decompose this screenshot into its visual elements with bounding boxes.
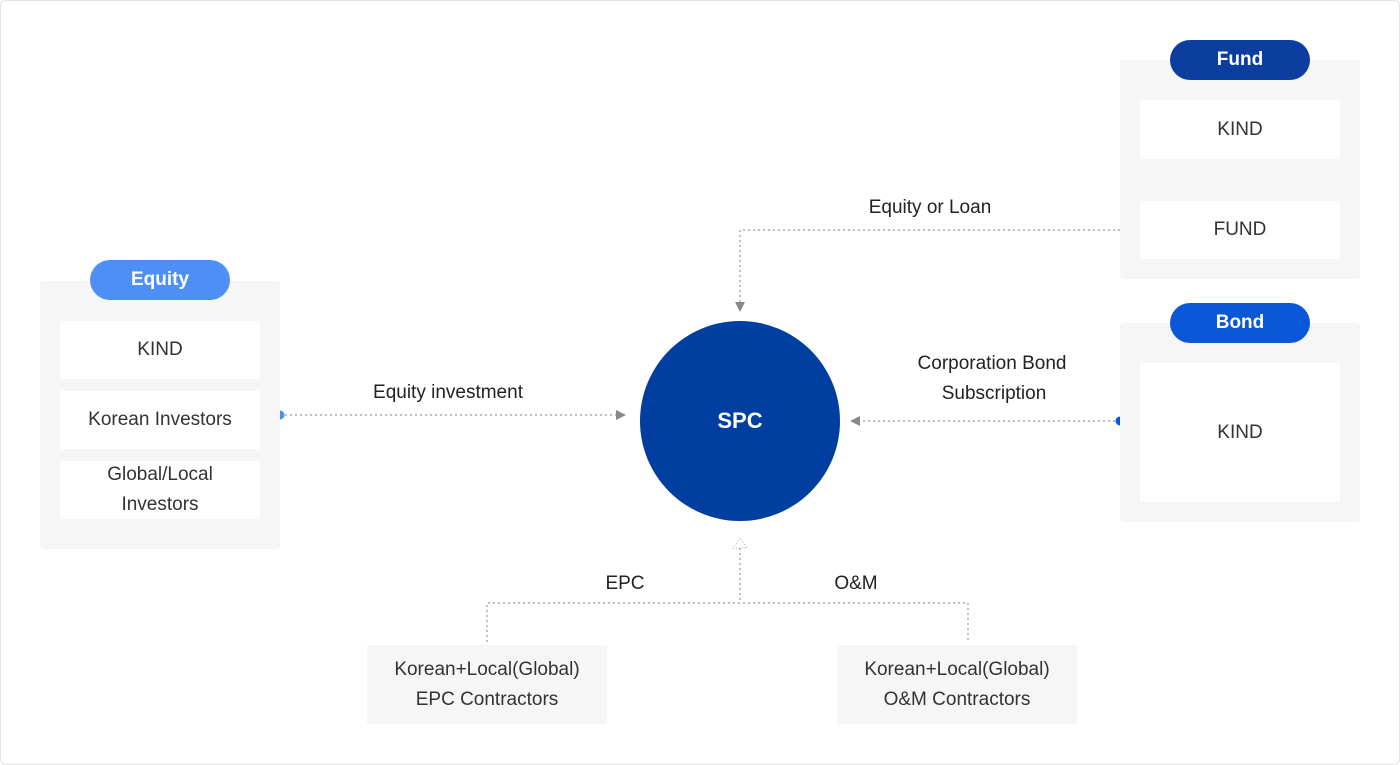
corp-bond-arrowhead — [850, 416, 860, 426]
om-contractors-line1: Korean+Local(Global) — [864, 658, 1050, 680]
bond-badge: Bond — [1170, 303, 1310, 343]
contractor-branch-line — [486, 602, 969, 642]
equity-or-loan-line — [739, 229, 1140, 302]
fund-item-fund: FUND — [1140, 201, 1340, 259]
corp-bond-label-line1: Corporation Bond — [917, 353, 1067, 374]
equity-item-korean-investors: Korean Investors — [60, 391, 260, 449]
fund-item-kind: KIND — [1140, 100, 1340, 159]
epc-contractors-box: Korean+Local(Global) EPC Contractors — [367, 645, 607, 724]
spc-down-arrowhead — [732, 537, 748, 549]
equity-item-kind: KIND — [60, 321, 260, 379]
equity-investment-arrowhead — [616, 410, 626, 420]
equity-or-loan-label: Equity or Loan — [868, 197, 992, 218]
equity-item-global-local-investors: Global/Local Investors — [60, 461, 260, 519]
spc-node: SPC — [640, 321, 840, 521]
corp-bond-label-line2: Subscription — [941, 383, 1047, 404]
epc-contractors-line1: Korean+Local(Global) — [394, 658, 580, 680]
equity-investment-label: Equity investment — [373, 382, 523, 403]
fund-badge: Fund — [1170, 40, 1310, 80]
epc-label: EPC — [605, 573, 645, 594]
om-contractors-box: Korean+Local(Global) O&M Contractors — [837, 645, 1077, 724]
bond-item-kind: KIND — [1140, 363, 1340, 502]
equity-or-loan-arrowhead — [735, 302, 745, 312]
equity-badge: Equity — [90, 260, 230, 300]
om-label: O&M — [834, 573, 878, 594]
om-contractors-line2: O&M Contractors — [883, 688, 1031, 710]
epc-contractors-line2: EPC Contractors — [415, 688, 559, 710]
